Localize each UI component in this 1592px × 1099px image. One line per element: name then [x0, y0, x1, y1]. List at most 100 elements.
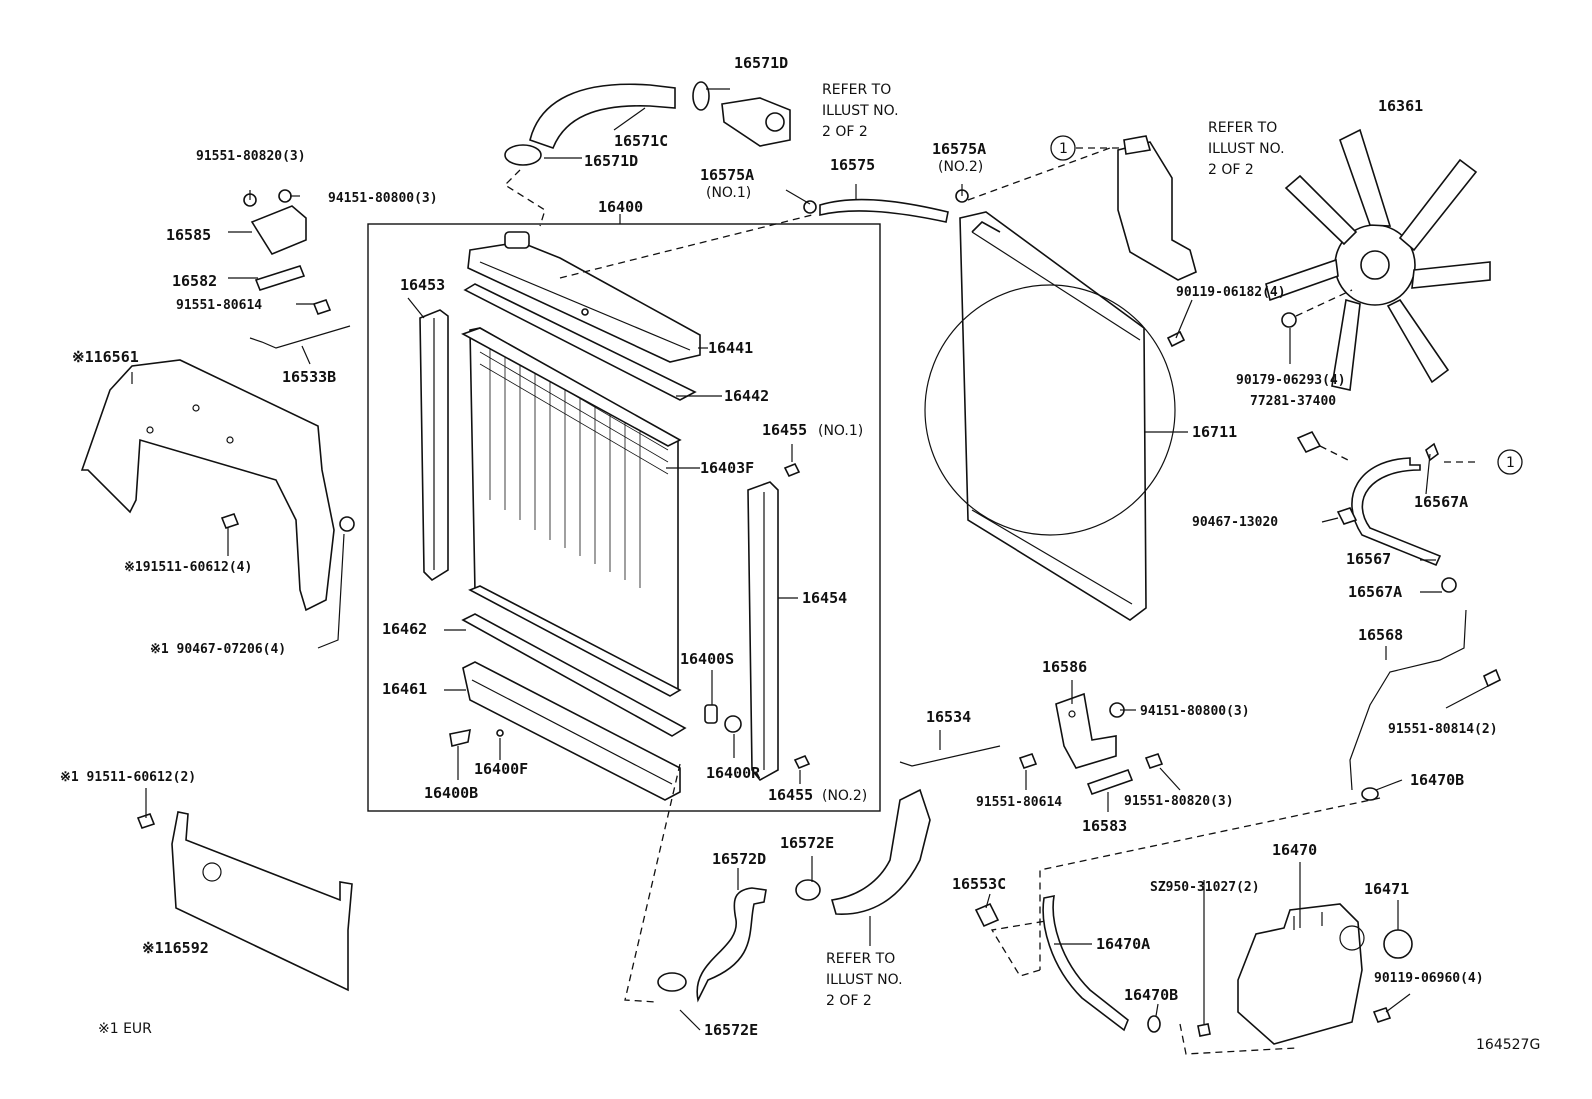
label-16567A-a: 16567A: [1414, 493, 1468, 511]
label-16571D-top: 16571D: [734, 54, 788, 72]
clamp-16572E-lower: [657, 972, 687, 992]
label-16454: 16454: [802, 589, 847, 607]
clamp-16553C: [974, 902, 1000, 928]
svg-text:2 OF 2: 2 OF 2: [822, 124, 868, 140]
label-90467-13020: 90467-13020: [1192, 515, 1278, 530]
label-16470A: 16470A: [1096, 935, 1150, 953]
label-16400B: 16400B: [424, 784, 478, 802]
label-16361: 16361: [1378, 97, 1423, 115]
label-90119-06960-4: 90119-06960(4): [1374, 971, 1484, 986]
hose-16575: [819, 198, 949, 223]
reserve-tank-16470: [1237, 903, 1365, 1045]
label-90179-06293-4: 90179-06293(4): [1236, 373, 1346, 388]
gasket-16442: [463, 283, 697, 401]
label-16455-no1: 16455: [762, 421, 807, 439]
radiator-core-16403F: [461, 327, 682, 697]
label-16572E-b: 16572E: [704, 1021, 758, 1039]
label-16470B-a: 16470B: [1410, 771, 1464, 789]
label-16575A-no1: 16575A: [700, 166, 754, 184]
diagram-id: 164527G: [1476, 1037, 1540, 1053]
label-16561: ※116561: [72, 348, 139, 366]
svg-text:REFER TO: REFER TO: [826, 951, 895, 967]
svg-text:1: 1: [1059, 141, 1068, 157]
label-16455-no1-suffix: (NO.1): [818, 423, 863, 439]
hose-ref-right: [830, 788, 931, 915]
label-16572E-a: 16572E: [780, 834, 834, 852]
bracket-16585: [243, 189, 307, 255]
hose-16567: [1351, 457, 1442, 567]
refer-note-reservoir: REFER TO ILLUST NO. 2 OF 2: [1208, 120, 1285, 178]
label-16441: 16441: [708, 339, 753, 357]
refer-note-outlet: REFER TO ILLUST NO. 2 OF 2: [822, 82, 899, 140]
clip-16470B-bottom: [1147, 1015, 1161, 1033]
label-16534: 16534: [926, 708, 971, 726]
bolt-16455-no2: [793, 754, 811, 770]
label-16571D-bottom: 16571D: [584, 152, 638, 170]
drain-plug-16400B: [449, 728, 471, 747]
label-SZ950-31027-2: SZ950-31027(2): [1150, 880, 1260, 895]
bolt-16455-no1: [783, 462, 801, 478]
callout-1-left: 1: [1050, 135, 1076, 161]
reservoir-ref: [1117, 135, 1197, 281]
nut-SZ950-31027: [1197, 1023, 1211, 1037]
label-16533B: 16533B: [282, 368, 336, 386]
label-16471: 16471: [1364, 880, 1409, 898]
clamp-90467-13020: [1336, 507, 1358, 525]
footnote: ※1 EUR: [98, 1021, 152, 1037]
gasket-16462: [461, 613, 687, 737]
clamp-16571D-top: [692, 81, 710, 111]
label-16568: 16568: [1358, 626, 1403, 644]
lower-tank-16461: [462, 661, 681, 801]
guide-16561: [80, 359, 335, 612]
label-16400F: 16400F: [474, 760, 528, 778]
label-16455-no2: 16455: [768, 786, 813, 804]
bracket-16582: [254, 265, 306, 291]
bolt-91551-80614-b: [1018, 753, 1038, 769]
label-94151-80800-3-b: 94151-80800(3): [1140, 704, 1250, 719]
label-91551-80614-a: 91551-80614: [176, 298, 262, 313]
label-16470: 16470: [1272, 841, 1317, 859]
bracket-16586: [1055, 692, 1117, 769]
upper-tank-16441: [467, 231, 701, 363]
cap-16400R: [724, 715, 742, 733]
callout-1-right: 1: [1497, 449, 1523, 475]
fan-shroud-16711: [924, 211, 1176, 621]
label-91551-80614-b: 91551-80614: [976, 795, 1062, 810]
clamp-16572E-upper: [795, 879, 821, 901]
svg-text:ILLUST NO.: ILLUST NO.: [822, 103, 899, 119]
clamp-16575A-no1: [803, 200, 817, 214]
bolt-91511-60612-4: [220, 513, 240, 529]
label-94151-80800-3-a: 94151-80800(3): [328, 191, 438, 206]
label-16553C: 16553C: [952, 875, 1006, 893]
bolt-91551-80814: [1482, 668, 1502, 688]
bolt-91551-80820-b: [1144, 753, 1164, 769]
label-16575A-no1-suffix: (NO.1): [706, 185, 751, 201]
label-16455-no2-suffix: (NO.2): [822, 788, 867, 804]
label-16711: 16711: [1192, 423, 1237, 441]
label-16400S: 16400S: [680, 650, 734, 668]
lower-hose-16572D: [696, 887, 767, 1003]
label-16453: 16453: [400, 276, 445, 294]
label-90467-07206-4: ※1 90467-07206(4): [150, 642, 286, 657]
label-91511-60612-2: ※1 91511-60612(2): [60, 770, 196, 785]
label-16586: 16586: [1042, 658, 1087, 676]
cap-16471: [1383, 929, 1413, 959]
under-cover-16592: [171, 811, 353, 992]
leader-lines: [131, 88, 1489, 1031]
fan-16361: [1265, 128, 1491, 391]
svg-text:REFER TO: REFER TO: [822, 82, 891, 98]
rod-16533B: [249, 325, 351, 349]
label-16470B-b: 16470B: [1124, 986, 1178, 1004]
label-16400: 16400: [598, 198, 643, 216]
clip-16567A-top: [1425, 442, 1439, 462]
nut-90179-06293: [1281, 312, 1297, 328]
label-16400R: 16400R: [706, 764, 761, 782]
clip-90467-07206: [339, 516, 355, 532]
sleeve-16400S: [704, 704, 718, 724]
label-16567A-b: 16567A: [1348, 583, 1402, 601]
water-outlet-ref: [721, 97, 791, 147]
clip-16470B-right: [1361, 787, 1379, 801]
side-bracket-16453: [419, 309, 449, 582]
label-16575A-no2: 16575A: [932, 140, 986, 158]
bracket-16583: [1086, 768, 1134, 796]
